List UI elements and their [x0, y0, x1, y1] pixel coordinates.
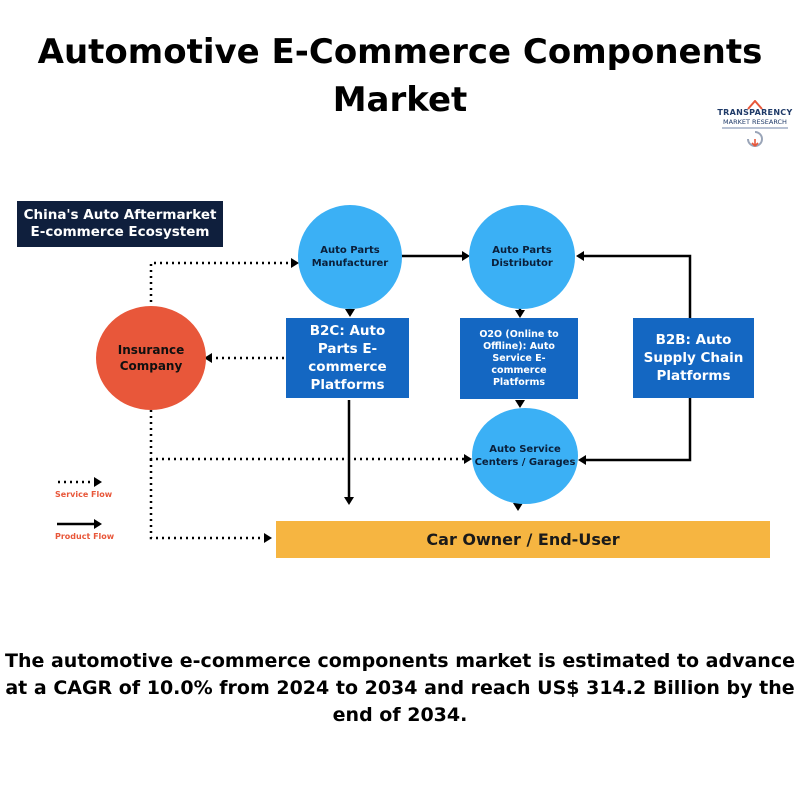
- logo-text-line2: MARKET RESEARCH: [723, 118, 787, 126]
- node-insurance: Insurance Company: [96, 306, 206, 410]
- node-b2b: B2B: Auto Supply Chain Platforms: [633, 318, 754, 398]
- logo-text-line1: TRANSPARENCY: [717, 108, 793, 117]
- arrow-insurance-to-service-centers: [149, 410, 472, 464]
- node-end-user: Car Owner / End-User: [276, 521, 770, 558]
- ecosystem-label: China's Auto Aftermarket E-commerce Ecos…: [17, 201, 223, 247]
- node-manufacturer: Auto Parts Manufacturer: [298, 205, 402, 309]
- arrow-insurance-to-enduser: [149, 459, 272, 543]
- logo-arrow-icon: [747, 131, 763, 147]
- arrow-b2b-to-service-centers: [578, 398, 692, 465]
- arrow-b2b-to-distributor: [576, 251, 692, 318]
- arrow-insurance-to-manufacturer: [149, 258, 299, 302]
- legend-service-flow-label: Service Flow: [55, 490, 113, 499]
- legend-product-flow-label: Product Flow: [55, 532, 115, 541]
- node-service-centers: Auto Service Centers / Garages: [472, 408, 578, 504]
- page-title: Automotive E-Commerce Components Market: [37, 32, 763, 120]
- node-b2c: B2C: Auto Parts E-commerce Platforms: [286, 318, 409, 398]
- transparency-logo: TRANSPARENCY MARKET RESEARCH: [714, 100, 796, 150]
- market-summary: The automotive e-commerce components mar…: [4, 650, 795, 726]
- node-distributor: Auto Parts Distributor: [469, 205, 575, 309]
- node-o2o: O2O (Online to Offline): Auto Service E-…: [460, 318, 578, 399]
- logo-divider: [722, 127, 788, 129]
- logo-mark-icon: [747, 100, 763, 110]
